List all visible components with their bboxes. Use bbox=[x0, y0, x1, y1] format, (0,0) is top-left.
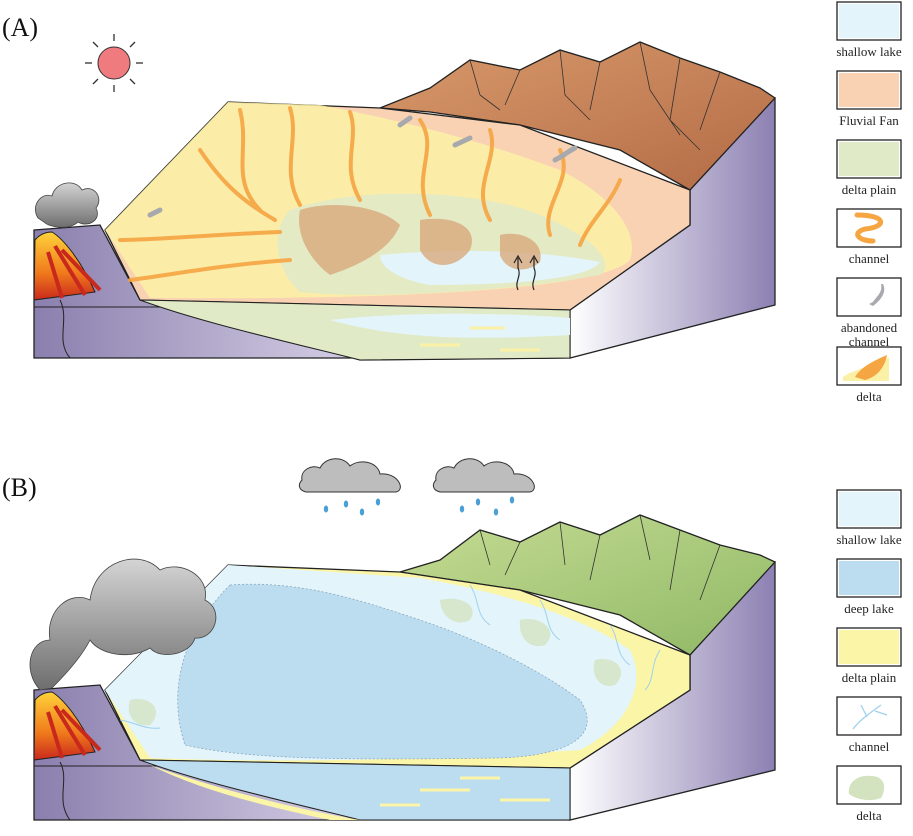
legend-item-fluvial-fan: Fluvial Fan bbox=[836, 70, 902, 128]
legend-item-shallow-lake: shallow lake bbox=[836, 489, 902, 547]
legend-swatch-abandoned-channel bbox=[836, 277, 902, 317]
legend-label: Fluvial Fan bbox=[839, 113, 899, 128]
legend-label: delta bbox=[856, 389, 881, 404]
fluvial-fan-surface-a bbox=[104, 101, 691, 311]
legend-item-delta-green: delta bbox=[836, 765, 902, 823]
legend-item-delta: delta bbox=[836, 346, 902, 404]
volcanic-ash-cloud-a bbox=[35, 182, 100, 228]
legend-b: shallow lake deep lake delta plain channel d… bbox=[836, 489, 902, 823]
legend-item-delta-plain: delta plain bbox=[836, 139, 902, 197]
panel-b: (B) bbox=[2, 458, 777, 821]
legend-label: shallow lake bbox=[836, 44, 902, 59]
legend-label: delta bbox=[856, 808, 881, 823]
legend-label: shallow lake bbox=[836, 532, 902, 547]
legend-item-channel: channel bbox=[836, 208, 902, 266]
legend-label: channel bbox=[849, 251, 890, 266]
legend-item-deep-lake: deep lake bbox=[836, 558, 902, 616]
lake-surface-b bbox=[104, 564, 691, 769]
legend-swatch-channel-blue bbox=[836, 696, 902, 736]
legend-label: deep lake bbox=[844, 601, 894, 616]
legend-item-shallow-lake: shallow lake bbox=[836, 1, 902, 59]
volcano-b bbox=[29, 558, 217, 761]
legend-item-delta-plain-yellow: delta plain bbox=[836, 627, 902, 685]
volcanic-ash-cloud-b bbox=[29, 558, 217, 691]
panel-b-label: (B) bbox=[2, 473, 37, 502]
mountain-range-a bbox=[379, 41, 776, 191]
sun-icon bbox=[85, 34, 143, 92]
legend-label: delta plain bbox=[842, 182, 897, 197]
cross-section-b bbox=[139, 759, 571, 821]
legend-label: channel bbox=[849, 739, 890, 754]
mountain-range-b bbox=[399, 514, 777, 656]
legend-label: abandoned bbox=[841, 320, 898, 335]
rain-cloud-icon bbox=[298, 458, 535, 516]
volcano-a bbox=[33, 182, 102, 301]
legend-label: delta plain bbox=[842, 670, 897, 685]
abandoned-channels-a bbox=[147, 115, 578, 218]
panel-a: (A) bbox=[2, 13, 776, 361]
legend-label: channel bbox=[849, 334, 890, 349]
channels-a bbox=[118, 106, 622, 282]
legend-item-channel-blue: channel bbox=[836, 696, 902, 754]
uplift-arrows-a bbox=[513, 254, 539, 291]
cross-section-a bbox=[139, 299, 571, 361]
panel-a-label: (A) bbox=[2, 13, 38, 42]
